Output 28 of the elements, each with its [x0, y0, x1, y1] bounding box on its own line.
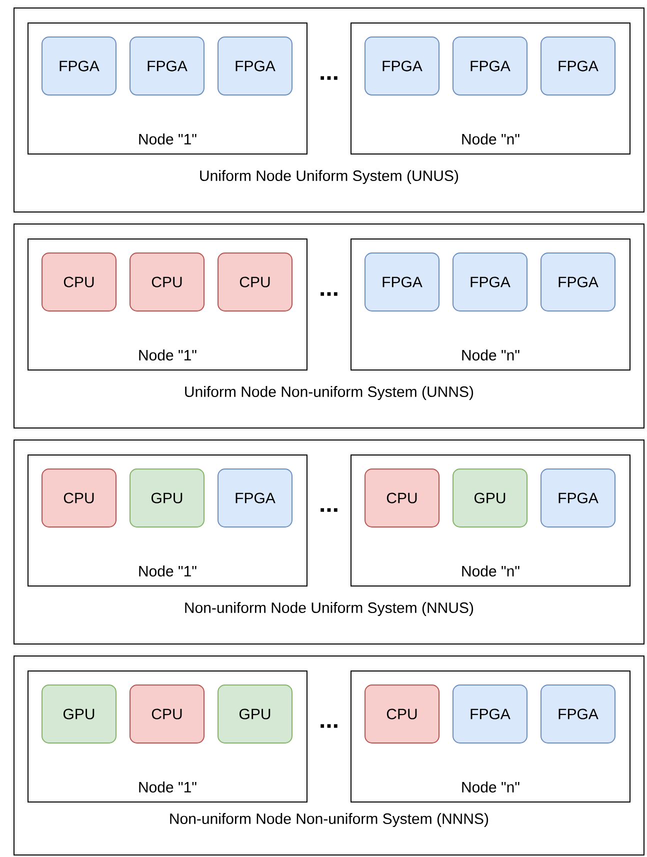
chip-box: FPGA: [540, 36, 616, 96]
chip-box: FPGA: [540, 684, 616, 744]
chip-box: FPGA: [452, 684, 528, 744]
chip-box: CPU: [364, 684, 440, 744]
chip-box: FPGA: [540, 468, 616, 528]
chip-box: CPU: [218, 252, 292, 312]
ellipsis: ...: [320, 508, 338, 512]
chip-box: GPU: [130, 468, 204, 528]
chip-box: CPU: [42, 468, 116, 528]
chip-box: FPGA: [452, 36, 528, 96]
chip-box: FPGA: [364, 36, 440, 96]
chip-box: GPU: [42, 684, 116, 744]
chip-box: FPGA: [218, 468, 292, 528]
chip-box: FPGA: [452, 252, 528, 312]
chip-box: GPU: [218, 684, 292, 744]
chip-box: FPGA: [540, 252, 616, 312]
ellipsis: ...: [320, 724, 338, 728]
chip-box: FPGA: [364, 252, 440, 312]
chip-box: GPU: [452, 468, 528, 528]
ellipsis: ...: [320, 292, 338, 296]
chip-box: FPGA: [42, 36, 116, 96]
chip-box: CPU: [364, 468, 440, 528]
chip-box: CPU: [42, 252, 116, 312]
ellipsis: ...: [320, 76, 338, 80]
chip-box: FPGA: [130, 36, 204, 96]
chip-box: CPU: [130, 684, 204, 744]
chip-box: FPGA: [218, 36, 292, 96]
chip-box: CPU: [130, 252, 204, 312]
